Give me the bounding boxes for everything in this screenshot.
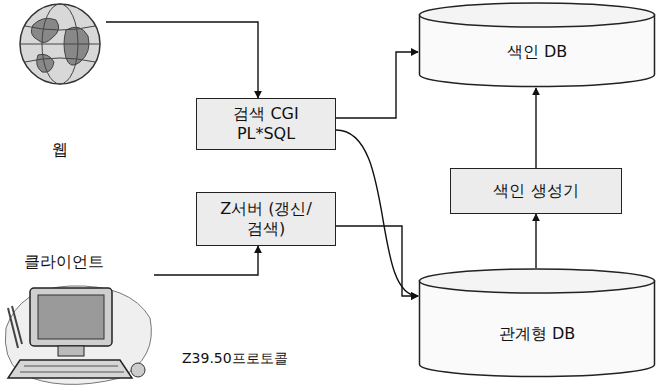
process-box: Z서버 (갱신/검색) [196, 192, 336, 246]
node-label: 검색 CGI PL*SQL [220, 104, 312, 144]
node-label: 색인 DB [418, 42, 656, 62]
node-label: 웹 [8, 140, 112, 160]
web-node: 웹 [8, 0, 112, 166]
node-label: 관계형 DB [418, 324, 656, 344]
process-box: 검색 CGI PL*SQL [196, 98, 336, 150]
flow-arrow [336, 52, 418, 118]
node-label: 클라이언트 [0, 252, 128, 272]
flow-arrow [336, 130, 418, 296]
flow-arrow [535, 88, 536, 168]
process-box: 색인 생성기 [450, 168, 622, 214]
node-label: Z서버 (갱신/검색) [216, 199, 316, 239]
database-cylinder: 관계형 DB [418, 268, 656, 378]
flow-arrow [154, 246, 258, 275]
client-node: 클라이언트 [0, 248, 158, 389]
cylinder-outline [418, 268, 656, 378]
protocol-label: Z39.50프로토콜 [182, 350, 288, 368]
flow-arrow [535, 214, 536, 268]
database-cylinder: 색인 DB [418, 2, 656, 88]
flow-arrow [336, 226, 418, 296]
node-label: 색인 생성기 [493, 181, 578, 201]
flow-arrow [106, 22, 258, 98]
